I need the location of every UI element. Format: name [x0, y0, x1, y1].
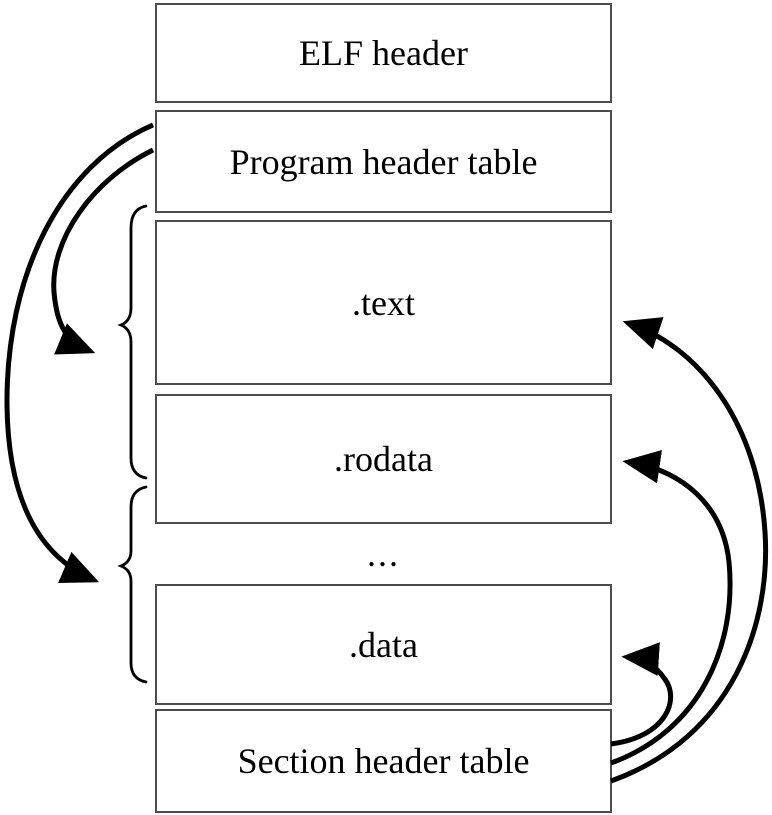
arrow-program-header-to-text-rodata-group — [51, 147, 155, 355]
box-elf-header-label: ELF header — [299, 33, 468, 73]
box-data-section: .data — [155, 584, 612, 705]
arrow-section-header-to-text — [610, 317, 769, 784]
box-elf-header: ELF header — [155, 3, 612, 103]
box-data-section-label: .data — [349, 624, 418, 665]
box-program-header-table: Program header table — [155, 110, 612, 213]
box-section-header-table: Section header table — [155, 709, 612, 813]
box-rodata-section-label: .rodata — [334, 439, 433, 479]
box-rodata-section: .rodata — [155, 394, 612, 524]
box-text-section-label: .text — [352, 282, 415, 323]
arrow-section-header-to-data — [610, 642, 674, 747]
box-section-header-table-label: Section header table — [237, 741, 530, 781]
arrow-program-header-to-ellipsis-data-group — [4, 122, 154, 583]
brace-ellipsis-data-group — [117, 485, 148, 684]
more-sections-ellipsis-label: ... — [367, 534, 400, 574]
arrow-section-header-to-rodata — [610, 449, 733, 766]
box-text-section: .text — [155, 220, 612, 385]
brace-text-rodata-group — [117, 204, 148, 480]
box-program-header-table-label: Program header table — [229, 141, 538, 182]
more-sections-ellipsis: ... — [155, 524, 612, 584]
